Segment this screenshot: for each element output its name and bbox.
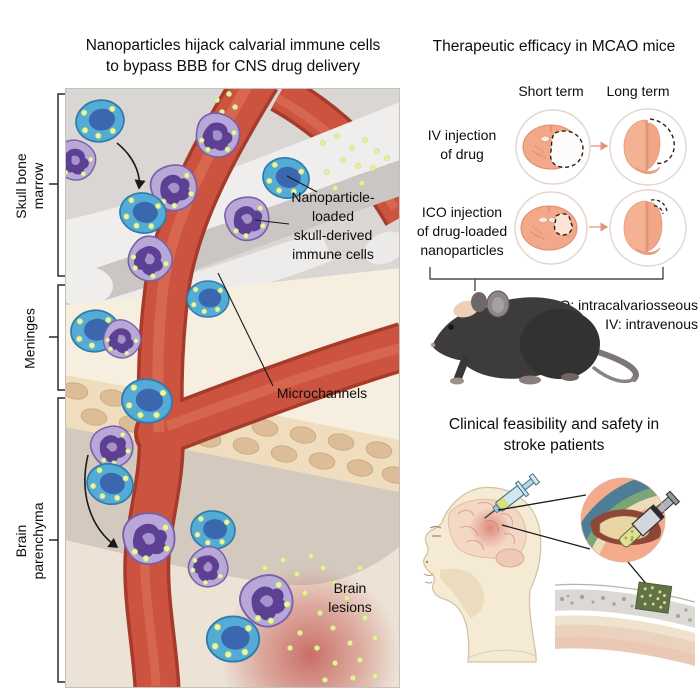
- clinical-illustration: [422, 472, 696, 666]
- annotation-nanoparticle-loaded-cells: Nanoparticle- loaded skull-derived immun…: [291, 189, 375, 262]
- region-label-skull-bone-marrow: Skull bone marrow: [13, 153, 46, 219]
- left-title-line2: to bypass BBB for CNS drug delivery: [105, 58, 361, 75]
- skull-bone-depot-inset: [554, 581, 696, 666]
- mouse-illustration: [430, 290, 639, 385]
- left-panel-title: Nanoparticles hijack calvarial immune ce…: [63, 35, 403, 77]
- column-header-short-term: Short term: [518, 83, 584, 99]
- calvaria-cross-section-illustration: [65, 88, 400, 688]
- annotation-brain-lesions: Brain lesions: [328, 580, 372, 615]
- mcao-results-illustration: [429, 108, 687, 385]
- left-title-line1: Nanoparticles hijack calvarial immune ce…: [85, 37, 381, 54]
- syringe-icon: [484, 472, 541, 519]
- right-bottom-title: Clinical feasibility and safety in strok…: [448, 416, 660, 454]
- right-top-title: Therapeutic efficacy in MCAO mice: [432, 38, 676, 55]
- row-label-iv-injection: IV injection of drug: [427, 127, 497, 162]
- human-head-illustration: [422, 486, 542, 663]
- region-label-brain-parenchyma: Brain parenchyma: [13, 502, 46, 580]
- region-brackets: [49, 93, 67, 683]
- row-label-ico-injection: ICO injection of drug-loaded nanoparticl…: [416, 204, 508, 258]
- annotation-microchannels: Microchannels: [276, 385, 368, 401]
- abbreviation-legend: ICO: intracalvariosseous IV: intravenous: [545, 297, 698, 332]
- region-label-meninges: Meninges: [21, 308, 38, 369]
- skull-injection-zoom-circle: [580, 477, 681, 563]
- column-header-long-term: Long term: [606, 83, 670, 99]
